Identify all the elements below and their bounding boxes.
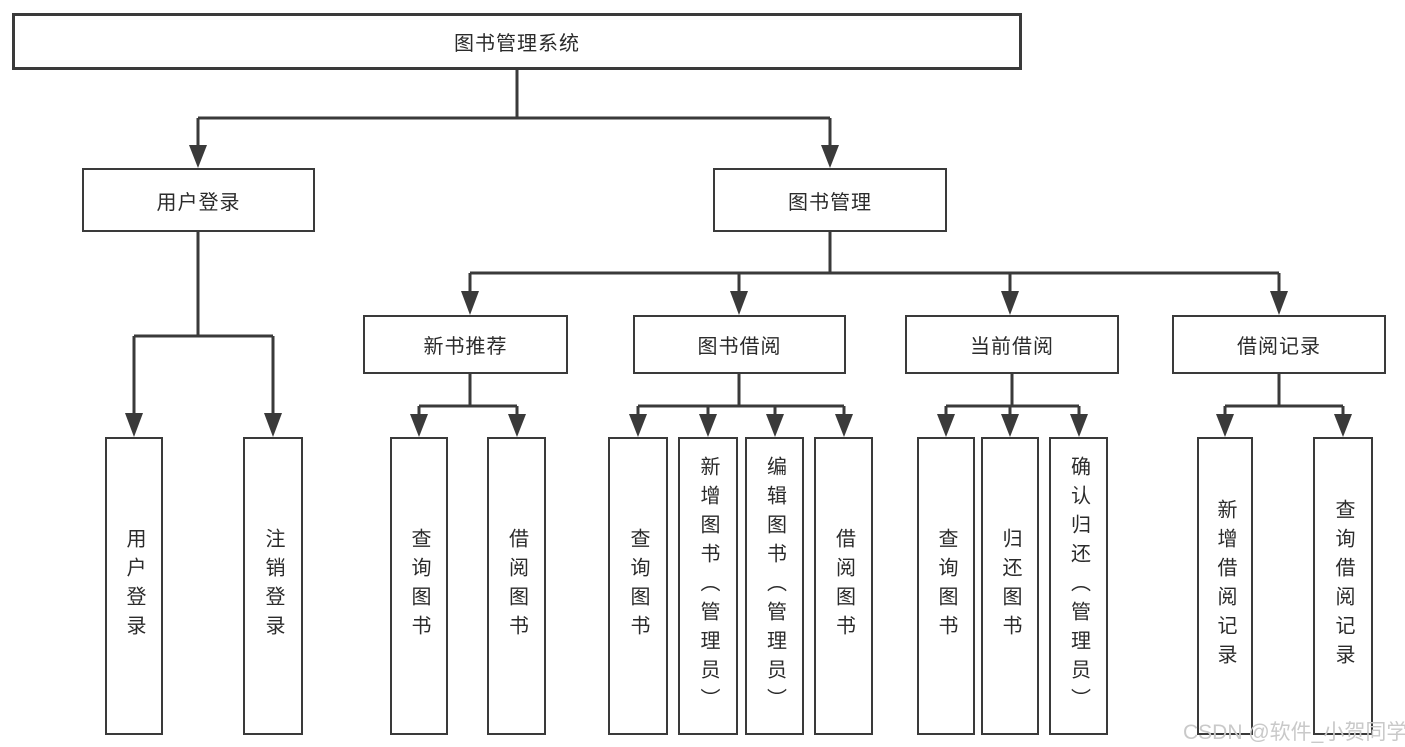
connector-user-login-split <box>125 231 282 437</box>
leaf-edit-book-admin: 编辑图书（管理员） <box>745 437 804 735</box>
node-book-management-label: 图书管理 <box>788 191 872 214</box>
leaf-query-books-borrow-label: 查询图书 <box>627 528 649 644</box>
leaf-borrow-books-label: 借阅图书 <box>832 528 855 644</box>
leaf-borrow-books-recommend: 借阅图书 <box>487 437 546 735</box>
leaf-query-borrow-record-label: 查询借阅记录 <box>1332 499 1354 673</box>
leaf-add-book-admin-label: 新增图书（管理员） <box>697 455 719 717</box>
leaf-return-books-label: 归还图书 <box>999 528 1021 644</box>
node-new-book-recommend: 新书推荐 <box>363 315 568 374</box>
connector-root-split <box>189 69 839 168</box>
node-book-borrow: 图书借阅 <box>633 315 846 374</box>
leaf-query-books-current-label: 查询图书 <box>935 528 957 644</box>
node-library-system-label: 图书管理系统 <box>454 33 580 55</box>
node-current-borrow-label: 当前借阅 <box>970 336 1054 358</box>
leaf-query-books-recommend-label: 查询图书 <box>408 528 430 644</box>
node-user-login: 用户登录 <box>82 168 315 232</box>
csdn-watermark: CSDN @软件_小贺同学 <box>1183 721 1405 744</box>
leaf-add-borrow-record: 新增借阅记录 <box>1197 437 1253 735</box>
leaf-query-books-current: 查询图书 <box>917 437 975 735</box>
node-current-borrow: 当前借阅 <box>905 315 1119 374</box>
connector-new-book-split <box>410 373 526 437</box>
leaf-logout-label: 注销登录 <box>262 528 284 644</box>
leaf-add-book-admin: 新增图书（管理员） <box>678 437 738 735</box>
leaf-query-books-recommend: 查询图书 <box>390 437 448 735</box>
connector-borrow-records-split <box>1216 373 1352 437</box>
leaf-confirm-return-admin-label: 确认归还（管理员） <box>1067 455 1090 717</box>
leaf-user-login: 用户登录 <box>105 437 163 735</box>
node-user-login-label: 用户登录 <box>156 191 241 214</box>
connector-book-borrow-split <box>629 373 853 437</box>
node-borrow-records: 借阅记录 <box>1172 315 1386 374</box>
node-library-system: 图书管理系统 <box>12 13 1022 70</box>
leaf-logout: 注销登录 <box>243 437 303 735</box>
leaf-add-borrow-record-label: 新增借阅记录 <box>1214 499 1236 673</box>
leaf-confirm-return-admin: 确认归还（管理员） <box>1049 437 1108 735</box>
leaf-borrow-books-recommend-label: 借阅图书 <box>505 528 528 644</box>
leaf-borrow-books: 借阅图书 <box>814 437 873 735</box>
node-book-borrow-label: 图书借阅 <box>697 336 782 358</box>
node-new-book-recommend-label: 新书推荐 <box>423 336 508 358</box>
leaf-query-books-borrow: 查询图书 <box>608 437 668 735</box>
leaf-user-login-label: 用户登录 <box>123 528 145 644</box>
connector-book-management-split <box>461 231 1288 315</box>
connector-current-borrow-split <box>937 373 1088 437</box>
leaf-edit-book-admin-label: 编辑图书（管理员） <box>763 455 786 717</box>
leaf-return-books: 归还图书 <box>981 437 1039 735</box>
node-borrow-records-label: 借阅记录 <box>1237 336 1321 358</box>
leaf-query-borrow-record: 查询借阅记录 <box>1313 437 1373 735</box>
node-book-management: 图书管理 <box>713 168 947 232</box>
